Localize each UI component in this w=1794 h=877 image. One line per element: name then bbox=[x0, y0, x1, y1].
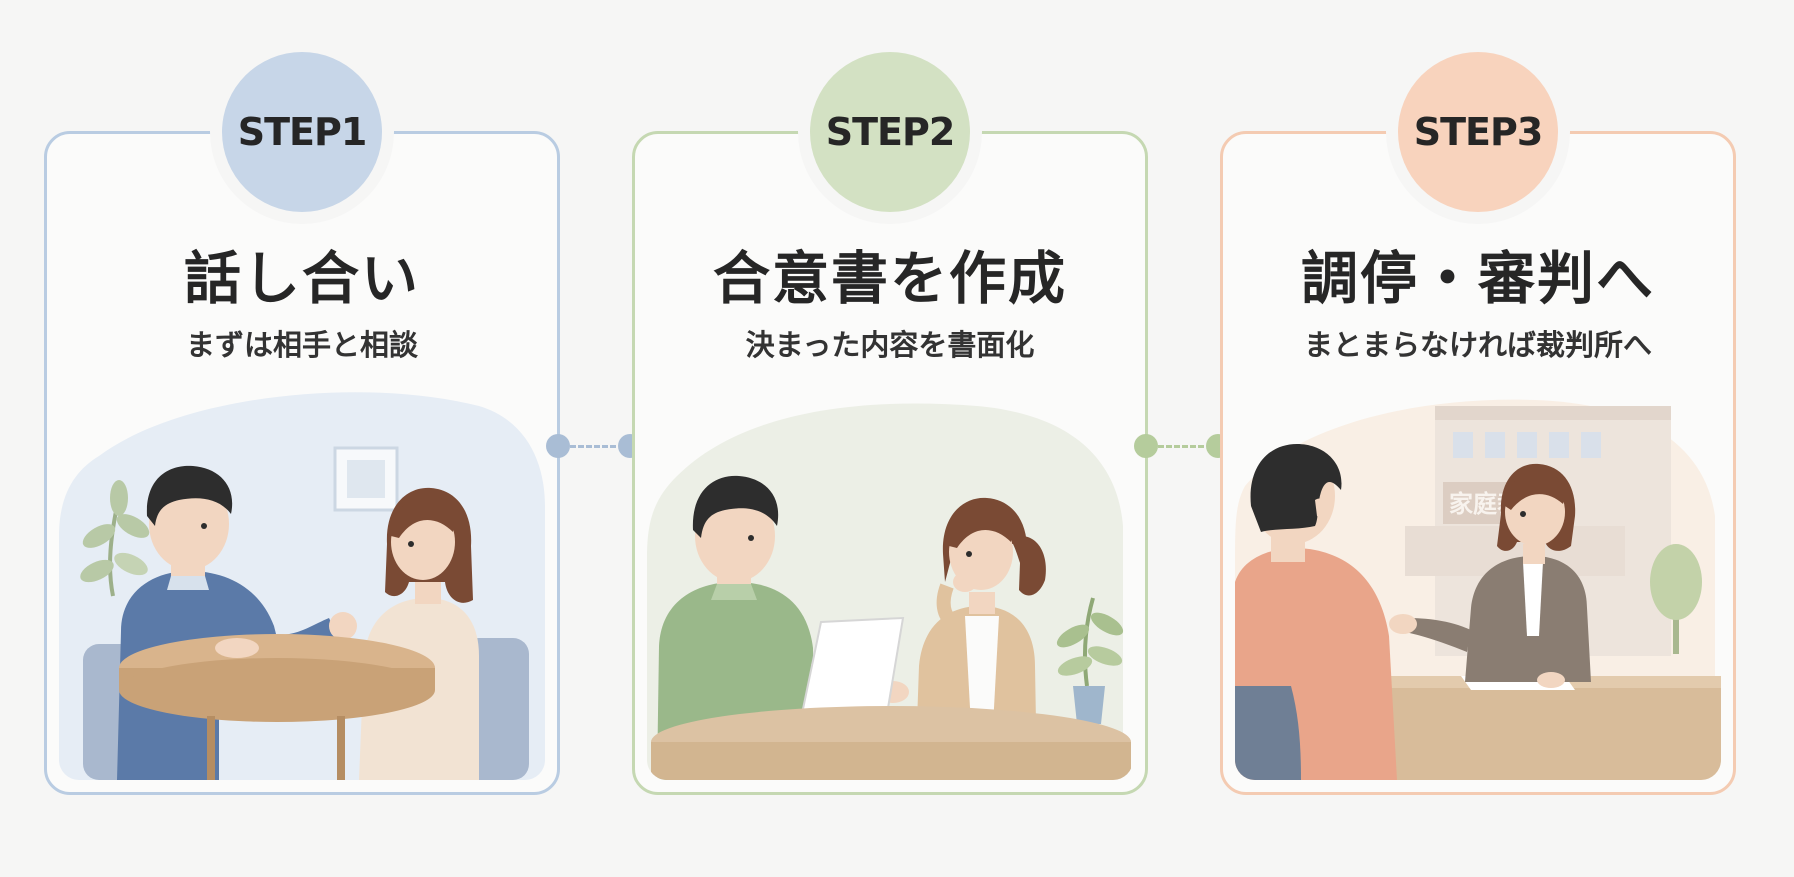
step1-illustration bbox=[59, 386, 545, 780]
step3-subtitle: まとまらなければ裁判所へ bbox=[1303, 328, 1652, 362]
step2-badge: STEP2 bbox=[810, 52, 970, 212]
step2-title: 合意書を作成 bbox=[713, 246, 1067, 312]
step3-card: STEP3 調停・審判へ まとまらなければ裁判所へ 家庭裁 bbox=[1220, 52, 1736, 795]
connector-1-dash bbox=[570, 445, 616, 448]
connector-2-dot-left bbox=[1134, 434, 1158, 458]
step1-label: STEP1 bbox=[237, 110, 368, 154]
step3-label: STEP3 bbox=[1413, 110, 1544, 154]
step1-subtitle: まずは相手と相談 bbox=[185, 328, 418, 362]
step1-card: STEP1 話し合い まずは相手と相談 bbox=[44, 52, 560, 795]
step3-title: 調停・審判へ bbox=[1301, 246, 1655, 312]
step2-subtitle: 決まった内容を書面化 bbox=[745, 328, 1035, 362]
step1-badge: STEP1 bbox=[222, 52, 382, 212]
step3-illustration: 家庭裁 bbox=[1235, 386, 1721, 780]
connector-1-dot-left bbox=[546, 434, 570, 458]
connector-2-dash bbox=[1158, 445, 1204, 448]
step2-label: STEP2 bbox=[825, 110, 956, 154]
step3-badge: STEP3 bbox=[1398, 52, 1558, 212]
step1-title: 話し合い bbox=[184, 246, 420, 312]
step2-illustration bbox=[647, 386, 1133, 780]
step2-card: STEP2 合意書を作成 決まった内容を書面化 bbox=[632, 52, 1148, 795]
